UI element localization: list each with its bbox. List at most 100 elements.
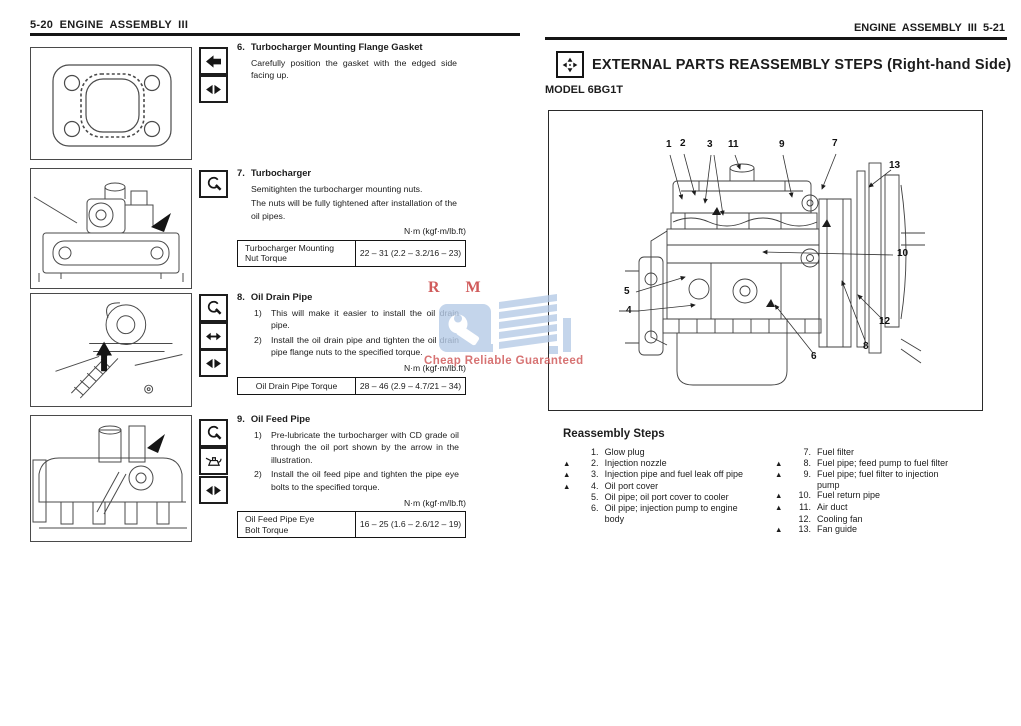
torque-table: Oil Drain Pipe Torque 28 – 46 (2.9 – 4.7… [237,376,466,396]
left-page-header: 5-20 ENGINE ASSEMBLY III [30,19,189,31]
torque-table: Turbocharger Mounting Nut Torque 22 – 31… [237,239,466,267]
diagram-callout: 10 [897,248,909,259]
double-arrow-icon [199,75,228,103]
right-page-header: ENGINE ASSEMBLY III 5-21 [853,22,1005,34]
torque-unit-note: N·m (kgf·m/lb.ft) [403,226,466,237]
list-item: ▲ 8. Fuel pipe; feed pump to fuel filter [775,458,1015,470]
oil-can-icon [199,447,228,475]
section-number: 6. [237,41,245,52]
section-body: Carefully position the gasket with the e… [251,57,457,81]
torque-unit-note: N·m (kgf·m/lb.ft) [403,362,466,373]
diagram-callout: 12 [879,316,891,327]
flag-triangle [563,492,577,493]
step-text: This will make it easier to install the … [271,307,459,331]
section-oil-feed-pipe: 9. Oil Feed Pipe 1) Pre-lubricate the tu… [237,413,467,539]
diagram-callout: 13 [889,160,901,171]
flag-triangle: ▲ [775,491,783,501]
flag-triangle [563,503,577,504]
diagram-callout: 3 [707,139,713,150]
item-text: Injection nozzle [604,457,667,468]
item-text: Oil pipe; injection pump to engine body [604,502,738,524]
oil-drain-pipe-figure [30,293,192,407]
item-text: Fuel pipe; feed pump to fuel filter [817,457,949,468]
engine-diagram: 1 2 3 11 9 7 13 10 5 4 12 8 6 [548,110,983,411]
list-item: ▲ 10. Fuel return pipe [775,490,1015,502]
double-arrow-icon [199,476,228,504]
list-item: 7. Fuel filter [775,447,1015,458]
wrench-icon [199,419,228,447]
item-text: Fuel filter [817,447,855,457]
flag-triangle: ▲ [563,458,571,468]
item-number: 7. [803,447,811,457]
four-way-arrows-icon [556,51,584,78]
flag-triangle [775,514,789,515]
step-text: Install the oil drain pipe and tighten t… [271,334,459,358]
reassembly-list-left: 1. Glow plug ▲ 2. Injection nozzle ▲ 3. … [563,447,775,524]
section-oil-drain-pipe: 8. Oil Drain Pipe 1) This will make it e… [237,291,467,396]
torque-table-label: Oil Feed Pipe Eye Bolt Torque [238,512,356,538]
step-number: 2) [254,334,262,345]
section-number: 7. [237,167,245,178]
section-title: Turbocharger [250,167,312,178]
torque-table-value: 28 – 46 (2.9 – 4.7/21 – 34) [359,380,462,391]
flag-triangle: ▲ [775,458,783,468]
section-paragraph: The nuts will be fully tightened after i… [251,198,457,221]
left-arrow-icon [199,47,228,75]
item-text: Oil port cover [604,480,659,491]
list-item: ▲ 13. Fan guide [775,524,1015,536]
step-text: Pre-lubricate the turbocharger with CD g… [271,429,459,465]
item-text: Oil pipe; oil port cover to cooler [604,492,729,503]
item-number: 4. [591,480,599,491]
diagram-callout: 1 [666,139,672,150]
list-item: 6. Oil pipe; injection pump to engine bo… [563,503,775,524]
item-text: Injection pipe and fuel leak off pipe [604,469,743,480]
item-text: Fuel pipe; fuel filter to injection pump [817,469,939,490]
right-header-rule [545,37,1007,40]
oil-feed-pipe-figure [30,415,192,542]
item-number: 10. [798,490,811,501]
item-text: Glow plug [604,447,645,457]
torque-table-value: 16 – 25 (1.6 – 2.6/12 – 19) [359,519,462,530]
diagram-callout: 8 [863,341,869,352]
torque-table-label: Oil Drain Pipe Torque [238,377,356,395]
section-number: 9. [237,413,245,424]
diagram-callout: 9 [779,139,785,150]
item-number: 3. [591,469,599,480]
section-turbocharger: 7. Turbocharger Semitighten the turbocha… [237,167,467,267]
section-title: Turbocharger Mounting Flange Gasket [250,41,423,52]
left-right-arrow-icon [199,322,228,350]
item-text: Air duct [817,501,848,512]
diagram-callout: 6 [811,351,817,362]
flag-triangle: ▲ [563,481,571,491]
flag-triangle [775,447,789,448]
page-title: EXTERNAL PARTS REASSEMBLY STEPS (Right-h… [592,56,1012,73]
item-text: Fan guide [817,524,858,535]
item-number: 6. [591,502,599,513]
flag-triangle: ▲ [775,525,783,535]
gasket-figure [30,47,192,160]
torque-unit-note: N·m (kgf·m/lb.ft) [403,497,466,508]
item-number: 8. [803,457,811,468]
torque-table: Oil Feed Pipe Eye Bolt Torque 16 – 25 (1… [237,511,466,539]
section-title: Oil Drain Pipe [250,291,313,302]
step-number: 1) [254,429,262,440]
double-arrow-icon [199,349,228,377]
list-item: ▲ 4. Oil port cover [563,481,775,493]
reassembly-list-right: 7. Fuel filter ▲ 8. Fuel pipe; feed pump… [775,447,1015,536]
list-item: 1. Glow plug [563,447,775,458]
list-item: 12. Cooling fan [775,514,1015,525]
diagram-callout: 11 [728,139,739,150]
diagram-callout: 5 [624,286,630,297]
wrench-icon [199,294,228,322]
left-header-rule [30,33,520,36]
diagram-callout: 7 [832,138,838,149]
item-number: 5. [591,492,599,503]
turbocharger-figure [30,168,192,289]
diagram-callout: 4 [626,305,632,316]
section-paragraph: Semitighten the turbocharger mounting nu… [251,183,423,194]
step-number: 2) [254,469,262,480]
flag-triangle: ▲ [775,502,783,512]
item-number: 12. [798,513,811,524]
flag-triangle: ▲ [563,470,571,480]
